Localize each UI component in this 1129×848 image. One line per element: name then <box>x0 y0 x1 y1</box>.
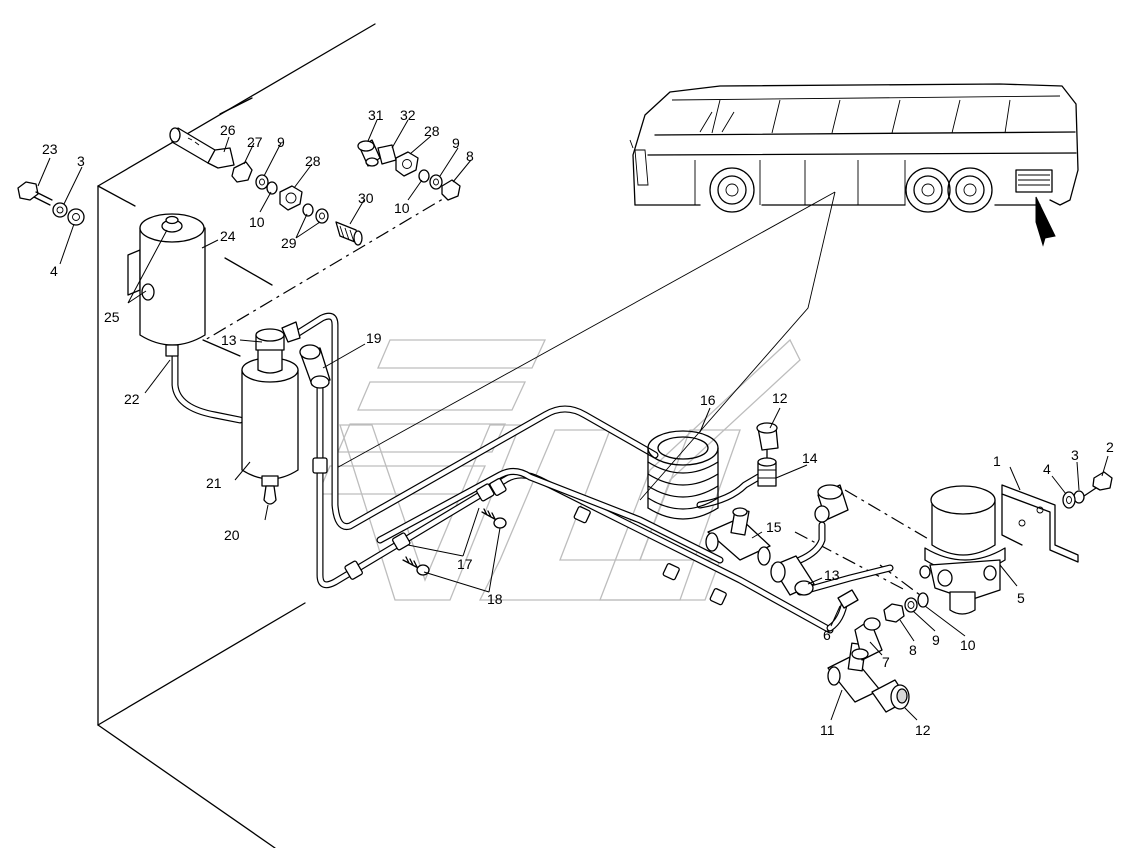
callout-12-lower: 12 <box>915 722 931 738</box>
drain-valve-12-upper <box>756 422 779 459</box>
callout-2: 2 <box>1106 439 1114 455</box>
callout-9-top-right: 9 <box>452 135 460 151</box>
washer-10-lower <box>917 592 929 608</box>
washer-4-right <box>1062 491 1076 509</box>
leader-lines <box>37 119 1109 721</box>
callout-28-left: 28 <box>305 153 321 169</box>
connector-32 <box>377 144 397 165</box>
nut-8-top <box>441 179 461 201</box>
bus-illustration <box>629 83 1079 247</box>
callout-17: 17 <box>457 556 473 572</box>
drain-valve-12-lower <box>871 679 910 713</box>
elbow-fitting-13-top <box>814 484 849 523</box>
callout-22: 22 <box>124 391 140 407</box>
elbow-fitting-7 <box>851 617 883 661</box>
nut-8-lower <box>883 603 905 623</box>
tubing <box>171 312 894 634</box>
callout-13-left: 13 <box>221 332 237 348</box>
callout-labels: 1 2 3 4 5 6 7 8 9 10 11 12 12 13 13 14 1… <box>42 107 1114 738</box>
elbow-fitting-13-right <box>770 555 815 596</box>
callout-6: 6 <box>823 627 831 643</box>
callout-12-upper: 12 <box>772 390 788 406</box>
callout-1: 1 <box>993 453 1001 469</box>
callout-19: 19 <box>366 330 382 346</box>
bolt-2-right <box>1083 471 1113 497</box>
callout-28-right: 28 <box>424 123 440 139</box>
elbow-fitting-19 <box>299 344 331 389</box>
nut-28-left <box>279 185 303 211</box>
callout-18: 18 <box>487 591 503 607</box>
filter-21 <box>241 321 301 505</box>
tee-fitting-15 <box>705 507 771 566</box>
callout-25: 25 <box>104 309 120 325</box>
washer-9-top-left <box>255 174 269 190</box>
callout-21: 21 <box>206 475 222 491</box>
callout-3-right: 3 <box>1071 447 1079 463</box>
washers-29 <box>302 203 329 224</box>
callout-23: 23 <box>42 141 58 157</box>
callout-20: 20 <box>224 527 240 543</box>
callout-29: 29 <box>281 235 297 251</box>
callout-11: 11 <box>820 722 835 738</box>
callout-10-top-right: 10 <box>394 200 410 216</box>
threaded-fitting-30 <box>335 221 363 246</box>
callout-9-lower: 9 <box>932 632 940 648</box>
callout-27: 27 <box>247 134 263 150</box>
callout-9-top-left: 9 <box>277 134 285 150</box>
inline-connector-6 <box>837 589 859 609</box>
hose-connector-26 <box>169 127 235 169</box>
callout-16: 16 <box>700 392 716 408</box>
nut-27 <box>231 161 253 183</box>
bolt-23 <box>17 181 53 206</box>
callout-30: 30 <box>358 190 374 206</box>
vehicle-body-outline <box>97 23 376 848</box>
nut-28-right <box>395 151 419 177</box>
callout-10-lower: 10 <box>960 637 976 653</box>
callout-26: 26 <box>220 122 236 138</box>
callout-31: 31 <box>368 107 384 123</box>
callout-7: 7 <box>882 654 890 670</box>
bus-reference-lines <box>332 191 836 501</box>
callout-4-left: 4 <box>50 263 58 279</box>
callout-3-left: 3 <box>77 153 85 169</box>
washer-3-left <box>52 202 68 218</box>
mounting-bracket-1 <box>1001 484 1079 563</box>
callout-8-top: 8 <box>466 148 474 164</box>
callout-14: 14 <box>802 450 818 466</box>
elbow-fitting-31 <box>357 139 381 167</box>
pipe-clamps <box>312 457 727 606</box>
air-dryer-5 <box>919 485 1006 615</box>
washer-4-left <box>67 208 85 226</box>
washer-9-lower <box>904 597 918 613</box>
callout-24: 24 <box>220 228 236 244</box>
reservoir-24 <box>127 213 206 357</box>
callout-10-top-left: 10 <box>249 214 265 230</box>
callout-8-lower: 8 <box>909 642 917 658</box>
washer-10-top-right <box>418 169 430 183</box>
callout-13-right: 13 <box>824 567 840 583</box>
watermark-logo <box>317 338 801 601</box>
washer-10-top-left <box>266 181 278 195</box>
callout-4-right: 4 <box>1043 461 1051 477</box>
callout-32: 32 <box>400 107 416 123</box>
callout-5: 5 <box>1017 590 1025 606</box>
union-fitting-14 <box>757 457 777 487</box>
callout-15: 15 <box>766 519 782 535</box>
washer-9-top-right <box>429 174 443 190</box>
cooling-coil <box>647 430 719 520</box>
